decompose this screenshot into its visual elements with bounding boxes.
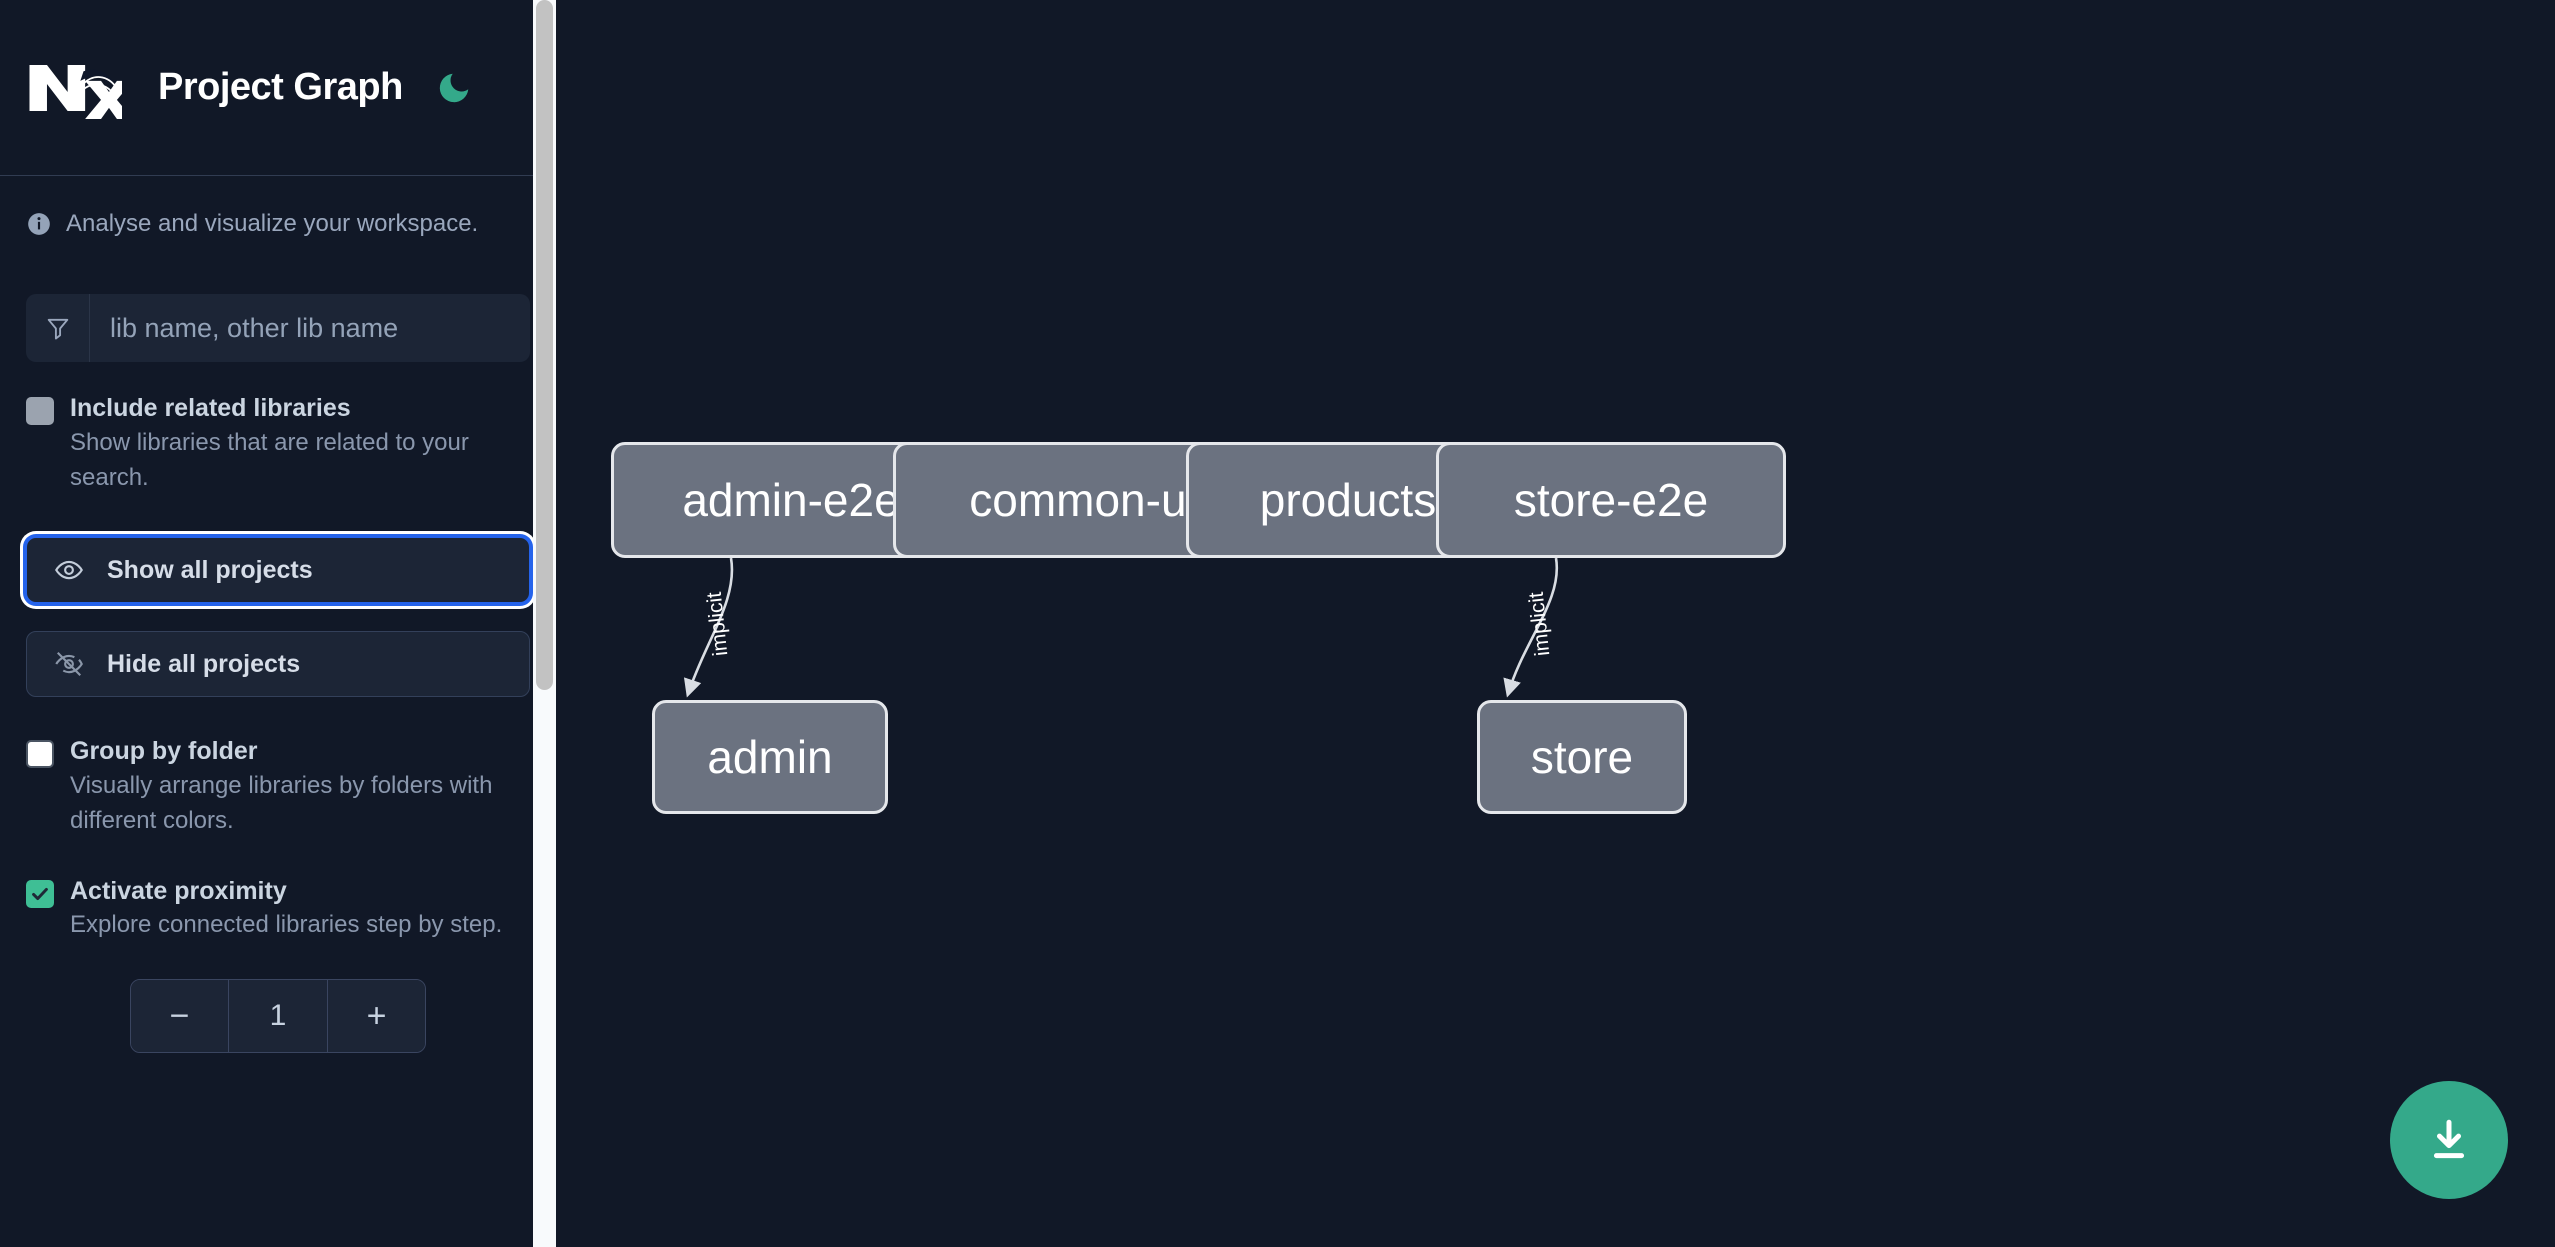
proximity-value: 1: [228, 980, 328, 1053]
info-icon: [26, 211, 52, 237]
option-label: Include related libraries: [70, 394, 351, 422]
proximity-stepper-wrap: − 1 +: [26, 979, 530, 1054]
graph-node-store[interactable]: store: [1477, 700, 1687, 814]
checkbox-include-related-libraries[interactable]: [26, 397, 54, 425]
app-title: Project Graph: [158, 66, 403, 108]
edge-label-implicit-store: implicit: [1524, 590, 1555, 658]
download-icon: [2433, 1119, 2465, 1159]
option-description: Visually arrange libraries by folders wi…: [70, 772, 493, 834]
checkbox-activate-proximity[interactable]: [26, 879, 54, 908]
edge-label-implicit-admin: implicit: [702, 590, 733, 658]
proximity-decrement-button[interactable]: −: [131, 980, 228, 1053]
sidebar-header: Project Graph: [0, 0, 556, 176]
sidebar-scrollbar-thumb[interactable]: [536, 0, 553, 690]
option-description: Explore connected libraries step by step…: [70, 911, 503, 939]
nx-logo-icon: [26, 57, 133, 119]
tagline-text: Analyse and visualize your workspace.: [66, 210, 479, 237]
option-label: Group by folder: [70, 737, 258, 766]
option-description: Show libraries that are related to your …: [70, 428, 469, 491]
proximity-increment-button[interactable]: +: [328, 980, 425, 1053]
show-all-projects-label: Show all projects: [107, 555, 313, 584]
visibility-buttons: Show all projects Hide all projects: [26, 537, 530, 698]
download-graph-button[interactable]: [2390, 1081, 2508, 1199]
sidebar-body: Analyse and visualize your workspace. In…: [0, 176, 556, 1054]
filter-icon: [26, 294, 90, 362]
show-all-projects-button[interactable]: Show all projects: [26, 537, 530, 604]
hide-all-projects-button[interactable]: Hide all projects: [26, 631, 530, 698]
option-group-by-folder[interactable]: Group by folder Visually arrange librari…: [26, 735, 530, 838]
proximity-stepper: − 1 +: [130, 979, 426, 1054]
option-include-related-libraries[interactable]: Include related libraries Show libraries…: [26, 392, 530, 495]
search-bar[interactable]: [26, 294, 530, 362]
option-activate-proximity[interactable]: Activate proximity Explore connected lib…: [26, 875, 530, 944]
graph-edges: [683, 557, 1559, 698]
graph-node-admin[interactable]: admin: [652, 700, 888, 814]
sidebar-scrollbar[interactable]: [533, 0, 556, 1247]
sidebar: Project Graph Analyse and visualize your…: [0, 0, 556, 1247]
tagline: Analyse and visualize your workspace.: [26, 176, 530, 272]
option-label: Activate proximity: [70, 876, 287, 905]
graph-node-store-e2e[interactable]: store-e2e: [1436, 442, 1786, 558]
eye-icon: [53, 554, 85, 586]
hide-all-projects-label: Hide all projects: [107, 649, 301, 678]
graph-canvas[interactable]: implicit implicit admin-e2e common-ui pr…: [556, 0, 2555, 1247]
checkbox-group-by-folder[interactable]: [26, 740, 54, 769]
eye-off-icon: [53, 648, 85, 680]
search-input[interactable]: [90, 294, 530, 362]
moon-icon[interactable]: [433, 67, 475, 109]
